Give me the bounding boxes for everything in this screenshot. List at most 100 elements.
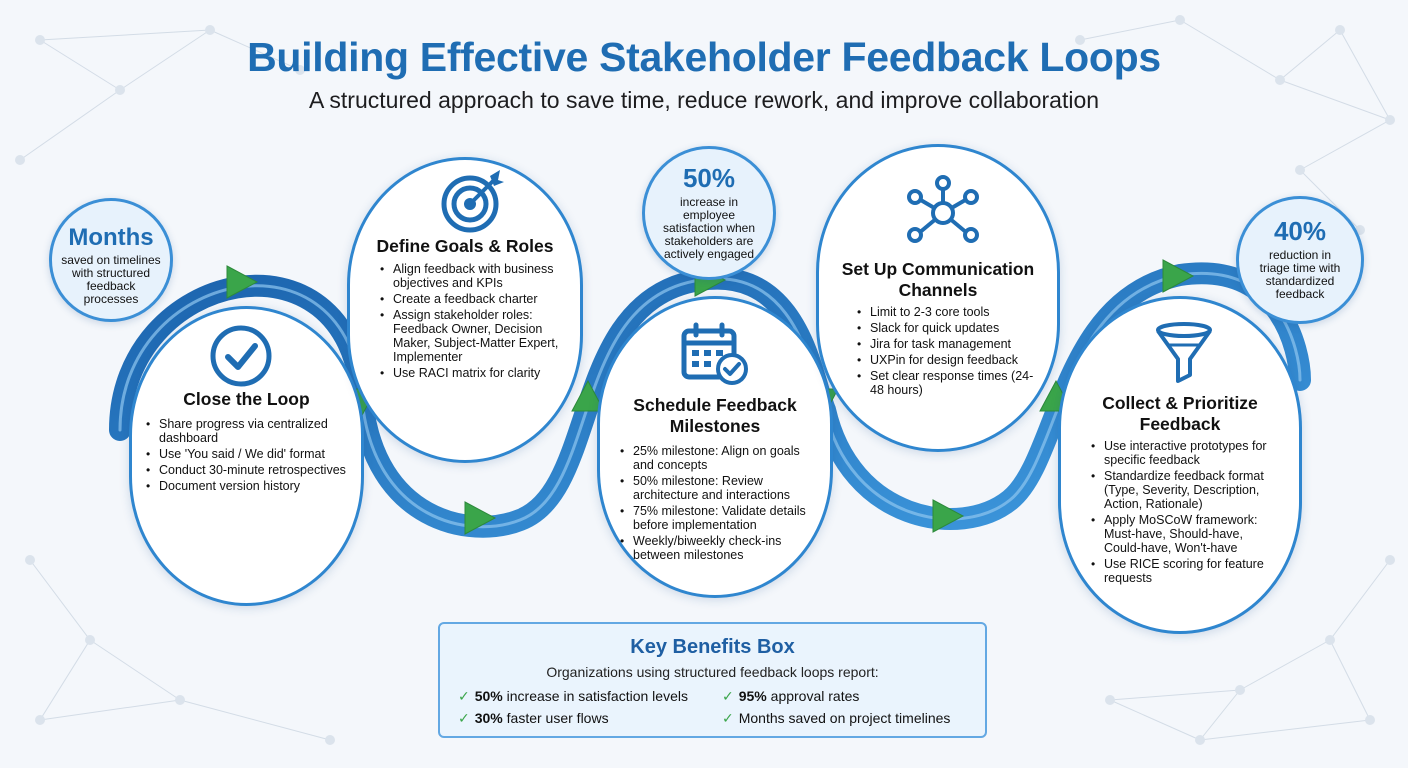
bullet-item: Assign stakeholder roles: Feedback Owner… bbox=[380, 308, 575, 364]
benefit-item: ✓50% increase in satisfaction levels bbox=[458, 688, 688, 704]
step-bullets: Align feedback with business objectives … bbox=[380, 262, 575, 382]
bullet-item: Align feedback with business objectives … bbox=[380, 262, 575, 290]
stat-bubble-months: Months saved on timelines with structure… bbox=[49, 198, 173, 322]
network-node bbox=[1105, 695, 1115, 705]
step-card-define-goals-roles: Define Goals & Roles Align feedback with… bbox=[347, 157, 583, 463]
flow-arrow-icon bbox=[464, 501, 497, 535]
flow-arrow-icon bbox=[226, 265, 259, 299]
network-link bbox=[1179, 19, 1281, 81]
bullet-item: Conduct 30-minute retrospectives bbox=[146, 463, 351, 477]
step-title: Set Up Communication Channels bbox=[841, 259, 1035, 300]
network-link bbox=[1109, 689, 1241, 701]
stat-caption: reduction in triage time with standardiz… bbox=[1259, 248, 1341, 301]
bullet-item: 25% milestone: Align on goals and concep… bbox=[620, 444, 820, 472]
benefits-subtitle: Organizations using structured feedback … bbox=[546, 664, 879, 680]
network-node bbox=[1175, 15, 1185, 25]
bullet-item: Document version history bbox=[146, 479, 351, 493]
bullet-item: Create a feedback charter bbox=[380, 292, 575, 306]
bullet-item: Share progress via centralized dashboard bbox=[146, 417, 351, 445]
step-bullets: Use interactive prototypes for specific … bbox=[1091, 439, 1283, 587]
network-link bbox=[39, 699, 181, 721]
funnel-icon bbox=[1156, 322, 1212, 383]
network-node bbox=[35, 715, 45, 725]
bullet-item: Use 'You said / We did' format bbox=[146, 447, 351, 461]
stat-bubble-triage: 40% reduction in triage time with standa… bbox=[1236, 196, 1364, 324]
network-node bbox=[205, 25, 215, 35]
network-link bbox=[119, 29, 211, 91]
network-link bbox=[39, 639, 91, 721]
step-bullets: Limit to 2-3 core tools Slack for quick … bbox=[857, 305, 1047, 399]
network-link bbox=[1199, 719, 1371, 741]
check-mark-icon: ✓ bbox=[722, 688, 734, 704]
network-link bbox=[179, 699, 331, 741]
network-hub-icon bbox=[907, 175, 979, 243]
bullet-item: Limit to 2-3 core tools bbox=[857, 305, 1047, 319]
benefit-item: ✓95% approval rates bbox=[722, 688, 860, 704]
bullet-item: Set clear response times (24-48 hours) bbox=[857, 369, 1047, 397]
network-link bbox=[1239, 639, 1331, 691]
network-node bbox=[1195, 735, 1205, 745]
network-link bbox=[29, 559, 91, 641]
page-subtitle: A structured approach to save time, redu… bbox=[308, 87, 1100, 113]
network-node bbox=[1385, 115, 1395, 125]
benefit-item: ✓30% faster user flows bbox=[458, 710, 609, 726]
network-node bbox=[1325, 635, 1335, 645]
stat-value: Months bbox=[68, 224, 154, 251]
bullet-item: UXPin for design feedback bbox=[857, 353, 1047, 367]
network-link bbox=[1329, 559, 1391, 641]
page-title: Building Effective Stakeholder Feedback … bbox=[247, 34, 1161, 80]
key-benefits-box: Key Benefits Box Organizations using str… bbox=[438, 622, 987, 738]
network-node bbox=[35, 35, 45, 45]
flow-arrow-icon bbox=[932, 499, 965, 533]
step-title: Schedule Feedback Milestones bbox=[633, 395, 797, 436]
check-circle-icon bbox=[210, 325, 272, 387]
network-link bbox=[1199, 689, 1241, 741]
network-link bbox=[89, 639, 181, 701]
step-card-close-the-loop: Close the Loop Share progress via centra… bbox=[129, 306, 364, 606]
network-node bbox=[1235, 685, 1245, 695]
benefits-title: Key Benefits Box bbox=[630, 636, 795, 658]
bullet-item: Slack for quick updates bbox=[857, 321, 1047, 335]
bullet-item: Apply MoSCoW framework: Must-have, Shoul… bbox=[1091, 513, 1283, 555]
bullet-item: Jira for task management bbox=[857, 337, 1047, 351]
network-link bbox=[39, 29, 211, 41]
network-node bbox=[325, 735, 335, 745]
flow-arrow-icon bbox=[1162, 259, 1195, 293]
target-icon bbox=[441, 170, 504, 233]
network-link bbox=[209, 29, 301, 71]
network-node bbox=[1075, 35, 1085, 45]
bullet-item: Use RACI matrix for clarity bbox=[380, 366, 575, 380]
check-mark-icon: ✓ bbox=[458, 688, 470, 704]
step-card-schedule-milestones: Schedule Feedback Milestones 25% milesto… bbox=[597, 296, 833, 598]
bullet-item: Standardize feedback format (Type, Sever… bbox=[1091, 469, 1283, 511]
bullet-item: 50% milestone: Review architecture and i… bbox=[620, 474, 820, 502]
network-node bbox=[1275, 75, 1285, 85]
network-link bbox=[39, 39, 121, 91]
benefit-item: ✓Months saved on project timelines bbox=[722, 710, 951, 726]
network-node bbox=[295, 65, 305, 75]
step-card-collect-prioritize: Collect & Prioritize Feedback Use intera… bbox=[1058, 296, 1302, 634]
stat-caption: saved on timelines with structured feedb… bbox=[61, 253, 161, 306]
stat-value: 50% bbox=[682, 163, 736, 193]
bullet-item: Weekly/biweekly check-ins between milest… bbox=[620, 534, 820, 562]
network-link bbox=[1079, 19, 1181, 41]
network-link bbox=[1299, 119, 1391, 171]
check-mark-icon: ✓ bbox=[458, 710, 470, 726]
step-bullets: 25% milestone: Align on goals and concep… bbox=[620, 444, 820, 564]
stat-value: 40% bbox=[1273, 216, 1327, 246]
bullet-item: Use interactive prototypes for specific … bbox=[1091, 439, 1283, 467]
network-link bbox=[1109, 699, 1201, 741]
step-title: Collect & Prioritize Feedback bbox=[1102, 393, 1258, 434]
network-node bbox=[15, 155, 25, 165]
flow-arrow-icon bbox=[571, 379, 605, 412]
bullet-item: Use RICE scoring for feature requests bbox=[1091, 557, 1283, 585]
calendar-check-icon bbox=[681, 322, 748, 385]
network-link bbox=[1329, 639, 1371, 721]
stat-caption: increase in employee satisfaction when s… bbox=[662, 195, 756, 261]
network-link bbox=[19, 89, 121, 161]
step-title: Define Goals & Roles bbox=[376, 236, 554, 256]
network-node bbox=[175, 695, 185, 705]
check-mark-icon: ✓ bbox=[722, 710, 734, 726]
network-node bbox=[1365, 715, 1375, 725]
